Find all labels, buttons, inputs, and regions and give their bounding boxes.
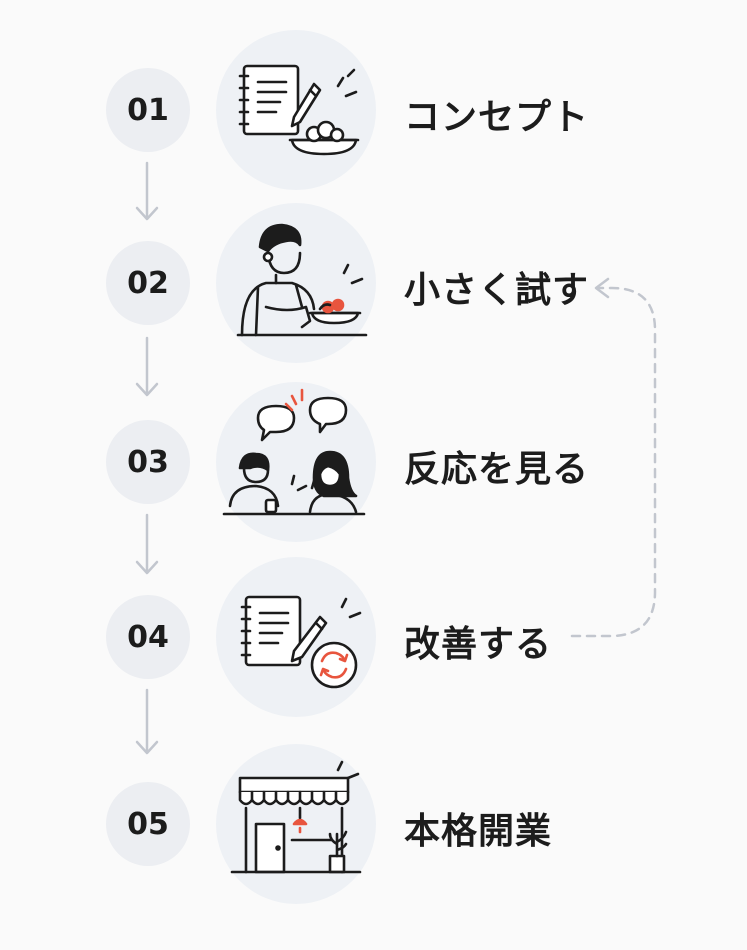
illustration-circle	[216, 557, 376, 717]
step-number-badge: 03	[106, 420, 190, 504]
illustration-circle	[216, 382, 376, 542]
notebook-pencil-bowl-icon	[238, 64, 360, 156]
customers-talking-icon	[222, 388, 366, 516]
step-label: 改善する	[404, 624, 553, 665]
step-number-badge: 02	[106, 241, 190, 325]
step-label: 小さく試す	[404, 270, 590, 311]
step-05: 05	[0, 744, 747, 904]
notebook-refresh-icon	[240, 595, 362, 689]
step-label: 反応を見る	[404, 449, 590, 490]
step-number-badge: 05	[106, 782, 190, 866]
step-label: 本格開業	[404, 811, 553, 852]
step-01: 01	[0, 30, 747, 190]
step-02: 02	[0, 203, 747, 363]
storefront-icon	[230, 760, 362, 874]
illustration-circle	[216, 30, 376, 190]
step-label: コンセプト	[404, 97, 590, 138]
illustration-circle	[216, 744, 376, 904]
illustration-circle	[216, 203, 376, 363]
step-number-badge: 04	[106, 595, 190, 679]
step-04: 04	[0, 557, 747, 717]
step-number-badge: 01	[106, 68, 190, 152]
step-03: 03	[0, 382, 747, 542]
person-serving-dish-icon	[236, 223, 368, 337]
